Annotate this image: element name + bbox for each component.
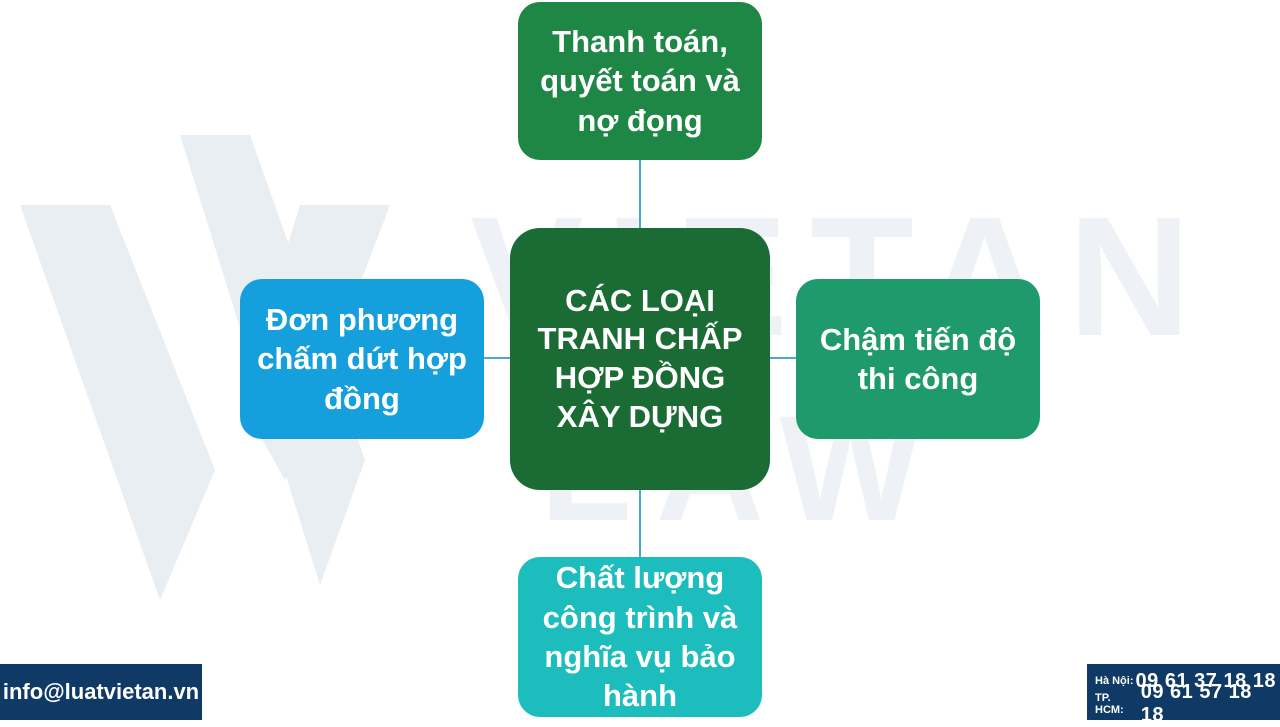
connector-top [639,160,641,230]
node-payment-settlement: Thanh toán, quyết toán và nợ đọng [518,2,762,160]
footer-phones: Hà Nội: 09 61 37 18 18 TP. HCM: 09 61 57… [1087,664,1280,726]
node-construction-delay: Chậm tiến độ thi công [796,279,1040,439]
phone-number-hanoi[interactable]: 09 61 37 18 18 [1135,669,1276,692]
footer-email[interactable]: info@luatvietan.vn [0,664,202,720]
connector-left [484,357,512,359]
phone-row-hcm: TP. HCM: 09 61 57 18 18 [1095,681,1276,726]
node-quality-warranty: Chất lượng công trình và nghĩa vụ bảo hà… [518,557,762,717]
phone-label-hanoi: Hà Nội: [1095,675,1134,687]
node-central-topic: CÁC LOẠI TRANH CHẤP HỢP ĐỒNG XÂY DỰNG [510,228,770,490]
connector-right [770,357,796,359]
phone-row-hanoi: Hà Nội: 09 61 37 18 18 [1095,670,1276,693]
node-unilateral-termination: Đơn phương chấm dứt hợp đồng [240,279,484,439]
phone-number-hcm[interactable]: 09 61 57 18 18 [1140,681,1252,726]
phone-label-hcm: TP. HCM: [1095,692,1124,716]
connector-bottom [639,490,641,558]
